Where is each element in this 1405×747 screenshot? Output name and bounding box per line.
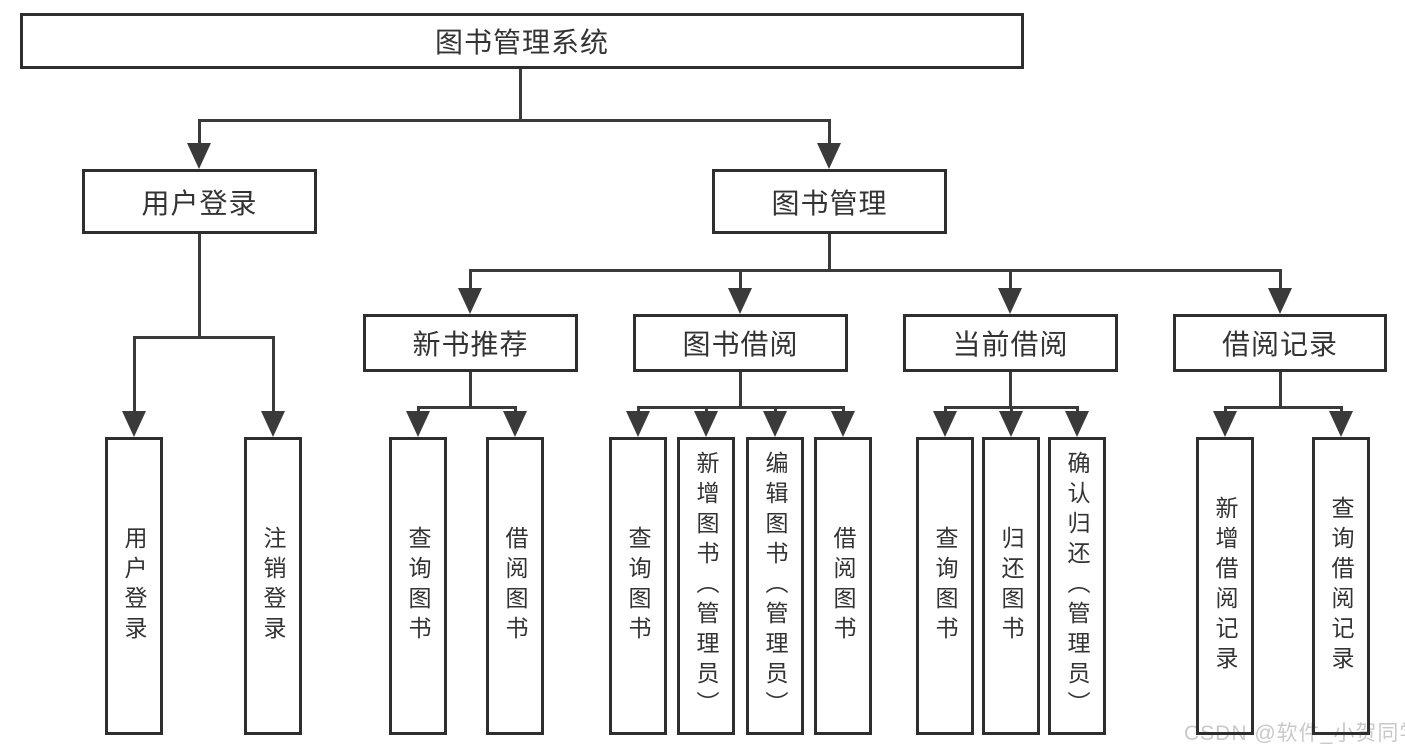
leaf-current-query-book-label: 查询图书: [932, 526, 958, 646]
connector-current-drop: [1009, 371, 1012, 408]
leaf-current-confirm-return-label: 确认归还（管理员）: [1064, 451, 1090, 721]
node-book-borrow: 图书借阅: [633, 314, 848, 372]
node-root: 图书管理系统: [20, 13, 1024, 69]
connector-arrow-borrow-edit: [763, 406, 787, 437]
connector-recommend-bar: [417, 406, 517, 409]
connector-arrow-new-book-recommend: [458, 269, 482, 314]
connector-arrow-current-borrow: [998, 269, 1022, 314]
node-book-borrow-label: 图书借阅: [682, 329, 799, 360]
csdn-watermark: CSDN @软件_小贺同学: [1184, 722, 1405, 745]
connector-arrow-recommend-borrow: [503, 406, 527, 437]
leaf-borrow-borrow-book-label: 借阅图书: [830, 526, 856, 646]
connector-arrow-recommend-query: [406, 406, 430, 437]
connector-arrow-book-management: [817, 119, 841, 169]
connector-arrow-records-add: [1213, 406, 1237, 437]
connector-arrow-borrow-add: [694, 406, 718, 437]
node-root-label: 图书管理系统: [434, 27, 609, 58]
node-current-borrow-label: 当前借阅: [952, 329, 1069, 360]
leaf-borrow-add-book: 新增图书（管理员）: [677, 437, 735, 735]
connector-arrow-book-borrow: [728, 269, 752, 314]
leaf-logout: 注销登录: [244, 437, 302, 735]
node-book-management: 图书管理: [712, 169, 947, 234]
leaf-current-return-book-label: 归还图书: [998, 526, 1024, 646]
connector-arrow-leaf-user-login: [122, 336, 146, 437]
leaf-recommend-query-book: 查询图书: [389, 437, 447, 735]
leaf-borrow-edit-book-label: 编辑图书（管理员）: [762, 451, 788, 721]
leaf-records-query-record: 查询借阅记录: [1312, 437, 1370, 735]
leaf-borrow-borrow-book: 借阅图书: [814, 437, 872, 735]
node-current-borrow: 当前借阅: [903, 314, 1118, 372]
leaf-borrow-edit-book: 编辑图书（管理员）: [746, 437, 804, 735]
leaf-user-login-label: 用户登录: [121, 526, 147, 646]
connector-borrow-drop: [739, 371, 742, 408]
connector-arrow-borrow-borrow: [831, 406, 855, 437]
node-user-login: 用户登录: [82, 169, 317, 234]
leaf-user-login: 用户登录: [105, 437, 163, 735]
leaf-logout-label: 注销登录: [260, 526, 286, 646]
connector-borrow-bar: [637, 406, 845, 409]
leaf-records-add-record-label: 新增借阅记录: [1212, 496, 1238, 676]
connector-arrow-borrow-records: [1268, 269, 1292, 314]
connector-records-drop: [1279, 371, 1282, 408]
leaf-recommend-query-book-label: 查询图书: [405, 526, 431, 646]
connector-arrow-user-login: [187, 119, 211, 169]
connector-root-drop: [519, 69, 522, 121]
connector-arrow-current-confirm: [1065, 406, 1089, 437]
connector-recommend-drop: [469, 371, 472, 408]
leaf-current-query-book: 查询图书: [916, 437, 974, 735]
connector-root-bar: [198, 119, 831, 122]
connector-arrow-current-return: [999, 406, 1023, 437]
leaf-recommend-borrow-book-label: 借阅图书: [502, 526, 528, 646]
connector-arrow-current-query: [933, 406, 957, 437]
leaf-recommend-borrow-book: 借阅图书: [486, 437, 544, 735]
connector-records-bar: [1224, 406, 1343, 409]
leaf-borrow-query-book-label: 查询图书: [625, 526, 651, 646]
leaf-records-query-record-label: 查询借阅记录: [1328, 496, 1354, 676]
node-borrow-records-label: 借阅记录: [1221, 329, 1338, 360]
node-new-book-recommend: 新书推荐: [363, 314, 578, 372]
connector-book-management-bar: [469, 269, 1282, 272]
connector-arrow-leaf-logout: [261, 336, 285, 437]
connector-book-management-drop: [828, 233, 831, 271]
connector-user-login-drop: [198, 233, 201, 338]
leaf-borrow-add-book-label: 新增图书（管理员）: [693, 451, 719, 721]
node-user-login-label: 用户登录: [141, 187, 258, 219]
leaf-records-add-record: 新增借阅记录: [1196, 437, 1254, 735]
leaf-current-confirm-return: 确认归还（管理员）: [1048, 437, 1106, 735]
leaf-current-return-book: 归还图书: [982, 437, 1040, 735]
connector-arrow-records-query: [1329, 406, 1353, 437]
node-borrow-records: 借阅记录: [1173, 314, 1387, 372]
node-new-book-recommend-label: 新书推荐: [412, 329, 529, 360]
connector-user-login-bar: [133, 336, 275, 339]
node-book-management-label: 图书管理: [771, 187, 888, 219]
leaf-borrow-query-book: 查询图书: [609, 437, 667, 735]
connector-arrow-borrow-query: [626, 406, 650, 437]
